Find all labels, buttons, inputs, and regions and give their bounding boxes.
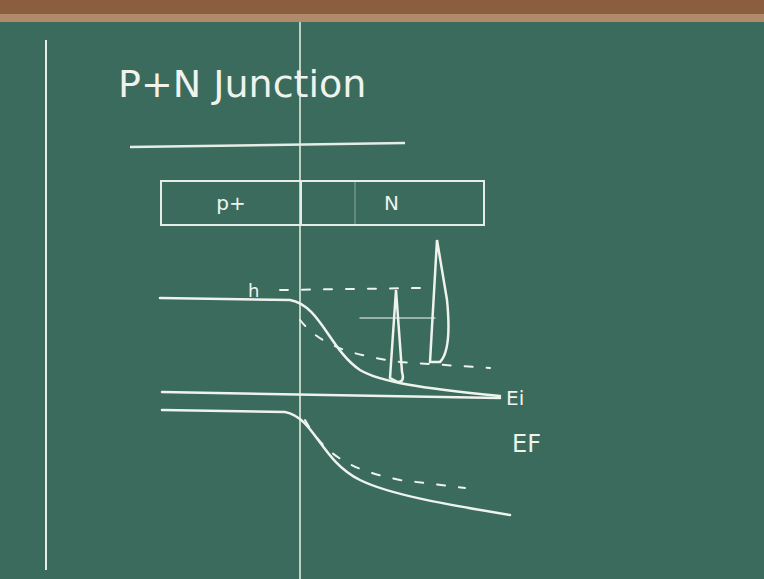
- board-frame: [0, 0, 764, 22]
- dashed-level: [300, 320, 490, 368]
- electron-distribution: [430, 240, 448, 362]
- band-label: EF: [512, 430, 541, 458]
- dashed-level: [305, 420, 465, 488]
- band-label: Ei: [506, 386, 524, 410]
- board-ledge: [0, 14, 764, 22]
- region-box: p+: [160, 180, 302, 226]
- depletion-edge: [355, 180, 356, 225]
- dashed-level: [280, 288, 420, 290]
- region-label: N: [384, 191, 399, 215]
- valence-band: [162, 410, 510, 515]
- title-underline: [130, 143, 405, 147]
- margin-line: [45, 40, 47, 570]
- region-box: N: [300, 180, 485, 226]
- region-label: p+: [216, 191, 245, 215]
- electron-distribution: [390, 290, 403, 382]
- level-mark: [360, 317, 435, 319]
- intrinsic-level: [162, 392, 500, 398]
- title: P+N Junction: [118, 62, 366, 106]
- band-label: h: [248, 280, 259, 301]
